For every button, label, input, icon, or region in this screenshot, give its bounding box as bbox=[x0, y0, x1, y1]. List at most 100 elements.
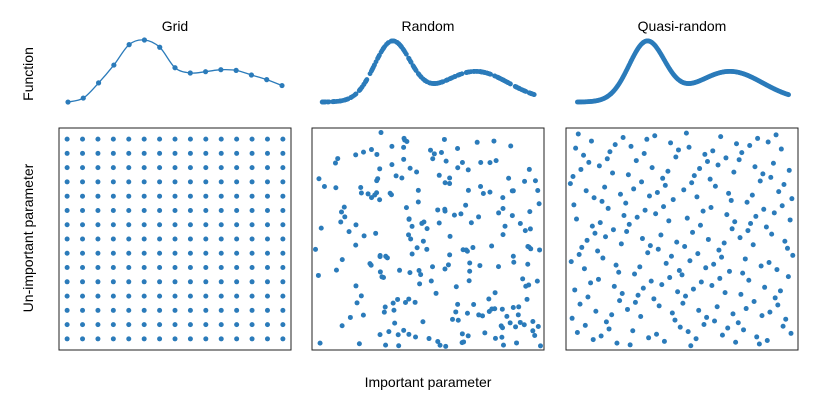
grid-sample-point bbox=[110, 279, 116, 285]
random-sample-point bbox=[333, 267, 339, 273]
quasi-random-sample-point bbox=[674, 239, 680, 245]
grid-function-point bbox=[279, 82, 285, 89]
quasi-random-function-point bbox=[786, 92, 791, 98]
random-sample-point bbox=[377, 166, 383, 172]
grid-sample-point bbox=[95, 207, 101, 213]
grid-sample-point bbox=[280, 279, 286, 285]
grid-sample-point bbox=[110, 236, 116, 242]
quasi-random-sample-point bbox=[591, 195, 597, 201]
random-sample-point bbox=[353, 152, 359, 158]
quasi-random-sample-point bbox=[787, 217, 793, 223]
random-function-point bbox=[397, 43, 403, 48]
random-sample-point bbox=[447, 175, 453, 181]
quasi-random-sample-point bbox=[577, 301, 583, 307]
quasi-random-sample-point bbox=[695, 251, 701, 257]
random-sample-point bbox=[431, 151, 437, 157]
quasi-random-sample-point bbox=[757, 178, 763, 184]
quasi-random-sample-point bbox=[646, 335, 652, 341]
grid-sample-point bbox=[172, 336, 178, 342]
random-sample-point bbox=[508, 143, 514, 149]
grid-sample-point bbox=[203, 279, 209, 285]
quasi-random-sample-point bbox=[654, 331, 660, 337]
grid-sample-point bbox=[64, 279, 70, 285]
quasi-random-sample-point bbox=[687, 258, 693, 264]
random-sample-point bbox=[480, 191, 486, 197]
quasi-random-sample-point bbox=[748, 220, 754, 226]
random-sample-point bbox=[399, 175, 405, 181]
grid-sample-point bbox=[110, 165, 116, 171]
random-sample-point bbox=[361, 233, 367, 239]
grid-sample-point bbox=[126, 207, 132, 213]
random-sample-point bbox=[496, 264, 502, 270]
grid-sample-point bbox=[187, 336, 193, 342]
quasi-random-sample-point bbox=[585, 294, 591, 300]
quasi-random-sample-point bbox=[708, 205, 714, 211]
quasi-random-sample-point bbox=[753, 213, 759, 219]
grid-sample-point bbox=[264, 236, 270, 242]
random-sample-point bbox=[441, 136, 447, 142]
grid-sample-point bbox=[64, 293, 70, 299]
random-sample-point bbox=[358, 190, 364, 196]
random-function-point bbox=[452, 74, 457, 80]
random-sample-point bbox=[500, 205, 506, 211]
grid-sample-point bbox=[95, 279, 101, 285]
grid-sample-point bbox=[172, 265, 178, 271]
grid-sample-point bbox=[249, 236, 255, 242]
important-parameter-xlabel: Important parameter bbox=[365, 374, 492, 390]
random-sample-point bbox=[453, 284, 459, 290]
random-sample-point bbox=[525, 261, 531, 267]
grid-sample-point bbox=[126, 236, 132, 242]
grid-sample-point bbox=[280, 293, 286, 299]
quasi-random-sample-point bbox=[597, 220, 603, 226]
quasi-random-sample-point bbox=[638, 314, 644, 320]
quasi-random-sample-point bbox=[649, 165, 655, 171]
quasi-random-sample-point bbox=[705, 236, 711, 242]
quasi-random-sample-point bbox=[741, 327, 747, 333]
random-sample-point bbox=[414, 245, 420, 251]
grid-sample-point bbox=[141, 250, 147, 256]
grid-function-point bbox=[126, 42, 132, 48]
quasi-random-sample-point bbox=[590, 337, 596, 343]
random-function-point bbox=[498, 76, 504, 82]
quasi-random-sample-point bbox=[625, 306, 630, 312]
random-sample-point bbox=[372, 192, 378, 198]
random-sample-point bbox=[383, 342, 389, 348]
quasi-random-sample-point bbox=[626, 221, 632, 227]
random-sample-point bbox=[455, 301, 461, 307]
quasi-random-sample-point bbox=[767, 309, 773, 315]
random-function-point bbox=[486, 71, 492, 77]
random-sample-point bbox=[358, 293, 364, 299]
grid-sample-point bbox=[234, 207, 240, 213]
grid-sample-point bbox=[234, 293, 240, 299]
quasi-random-sample-point bbox=[642, 207, 648, 213]
random-sample-point bbox=[436, 172, 442, 178]
grid-sample-point bbox=[64, 207, 70, 213]
grid-sample-point bbox=[249, 250, 255, 256]
random-sample-point bbox=[513, 324, 519, 330]
grid-sample-point bbox=[187, 179, 193, 185]
quasi-random-sample-point bbox=[697, 222, 703, 228]
random-function-point bbox=[513, 84, 519, 90]
grid-sample-point bbox=[157, 207, 163, 213]
random-sample-point bbox=[520, 276, 526, 282]
random-sample-point bbox=[510, 188, 516, 194]
grid-sample-point bbox=[234, 336, 240, 342]
quasi-random-sample-point bbox=[584, 237, 590, 243]
random-sample-point bbox=[354, 300, 360, 306]
random-sample-point bbox=[442, 208, 448, 214]
quasi-random-sample-point bbox=[790, 252, 796, 258]
function-ylabel: Function bbox=[20, 47, 36, 101]
quasi-random-sample-point bbox=[662, 182, 668, 188]
grid-sample-point bbox=[249, 179, 255, 185]
quasi-random-sample-point bbox=[668, 140, 674, 146]
quasi-random-sample-point bbox=[737, 235, 743, 241]
grid-sample-point bbox=[141, 222, 147, 228]
grid-sample-point bbox=[110, 150, 116, 156]
quasi-random-sample-point bbox=[777, 288, 783, 294]
quasi-random-sample-point bbox=[571, 202, 577, 208]
random-sample-point bbox=[377, 269, 383, 275]
grid-sample-point bbox=[187, 222, 193, 228]
quasi-random-sample-point bbox=[581, 266, 587, 272]
quasi-random-sample-point bbox=[648, 278, 654, 284]
quasi-random-sample-point bbox=[691, 173, 697, 179]
